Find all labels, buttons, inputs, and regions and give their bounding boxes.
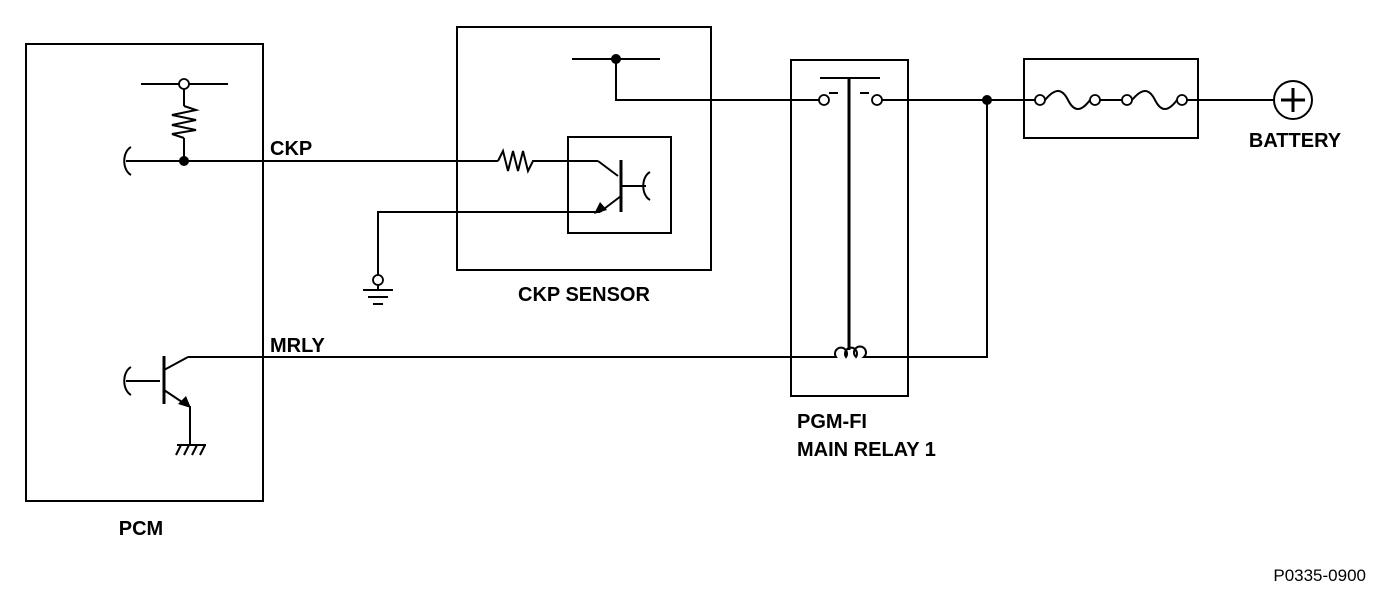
fuse-box — [1023, 58, 1199, 139]
relay-coil-icon — [832, 345, 868, 359]
ckp-sensor-ground-wire — [377, 211, 600, 275]
ground-icon — [363, 285, 393, 305]
pcm-box — [25, 43, 264, 502]
relay-contact-right — [871, 94, 883, 106]
battery-junction — [982, 95, 992, 105]
fuse-1-icon — [1044, 90, 1091, 110]
mrly-wire-label: MRLY — [270, 335, 325, 357]
pcm-ckp-internal-break — [123, 146, 132, 176]
coil-feed-wire — [868, 100, 988, 358]
main-relay-label-line2: MAIN RELAY 1 — [797, 439, 936, 461]
pcm-unit: PCM — [25, 43, 264, 540]
main-relay-unit: PGM-FI MAIN RELAY 1 — [790, 59, 936, 461]
battery-unit: BATTERY — [1249, 80, 1342, 152]
pcm-pullup-terminal — [178, 78, 190, 90]
sensor-power-wire — [615, 59, 820, 101]
battery-positive-icon — [1273, 80, 1313, 120]
ckp-sensor-box — [456, 26, 712, 271]
pcm-transistor-emitter-arrow — [178, 396, 191, 408]
pcm-label: PCM — [119, 518, 163, 540]
main-relay-box — [790, 59, 909, 397]
ckp-sensor-hall-element-box — [567, 136, 672, 234]
pcm-pullup-resistor — [171, 105, 200, 139]
main-relay-label-line1: PGM-FI — [797, 411, 867, 433]
fuse-2-icon — [1131, 90, 1178, 110]
ckp-sensor-label: CKP SENSOR — [518, 284, 650, 306]
battery-label: BATTERY — [1249, 130, 1342, 152]
pcm-driver-internal-break — [123, 366, 132, 396]
ckp-sensor-power-node — [611, 54, 621, 64]
fuse-box-outline — [1023, 58, 1199, 139]
ckp-wire-label: CKP — [270, 138, 312, 160]
ckp-sensor-resistor — [497, 148, 568, 174]
ckp-sensor-ground-terminal — [372, 274, 384, 286]
ckp-sensor-unit: CKP SENSOR — [363, 26, 712, 306]
wiring: CKP MRLY — [184, 59, 1274, 358]
relay-contact-left — [818, 94, 830, 106]
ckp-sensor-internal-break — [642, 171, 651, 201]
figure-code: P0335-0900 — [1273, 566, 1366, 585]
